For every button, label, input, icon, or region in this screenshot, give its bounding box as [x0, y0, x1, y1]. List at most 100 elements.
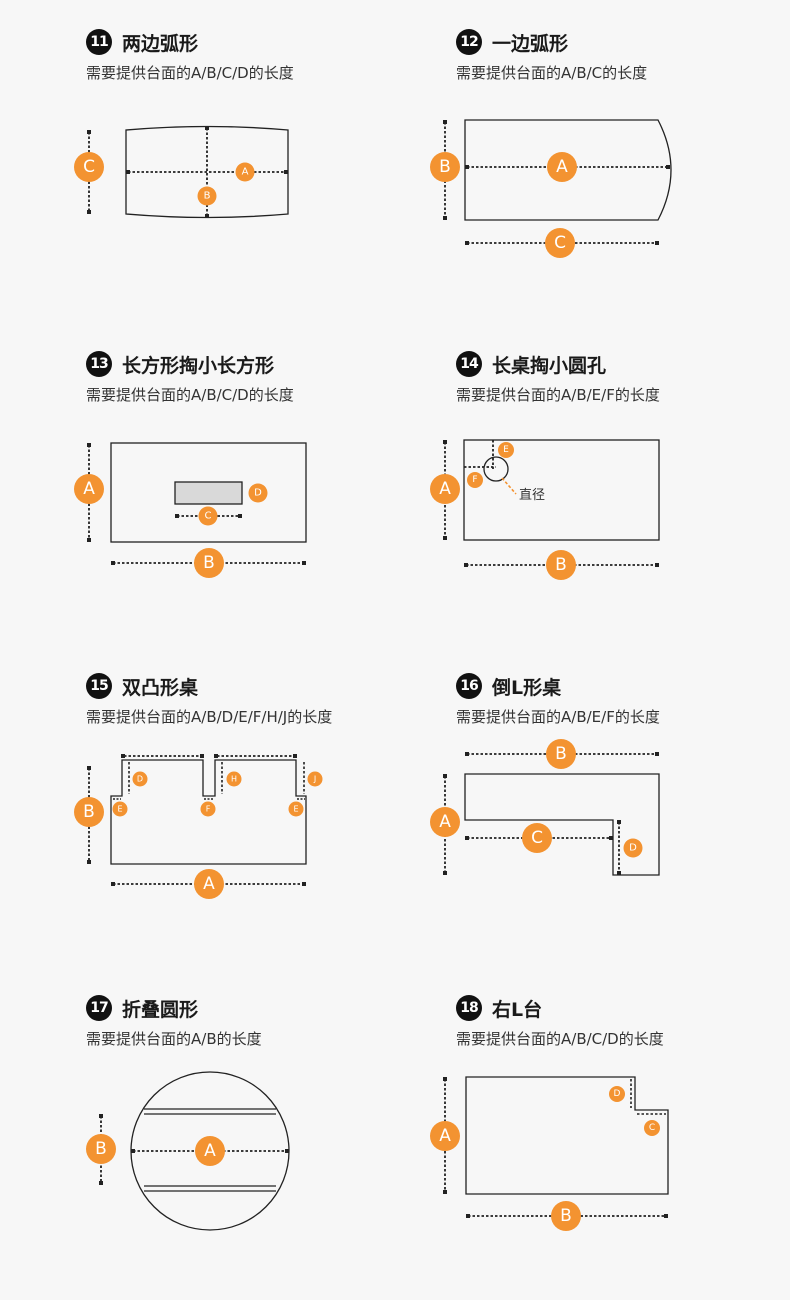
label-d: D — [248, 483, 268, 503]
panel-title: 长桌掏小圆孔 — [492, 354, 607, 377]
round-hole — [483, 456, 509, 482]
panel-title: 折叠圆形 — [122, 998, 199, 1021]
svg-text:B: B — [204, 191, 211, 202]
panel-title: 倒L形桌 — [492, 676, 562, 699]
panel-title-row: 16 倒L形桌 — [456, 672, 561, 700]
svg-text:H: H — [231, 775, 237, 784]
svg-text:E: E — [293, 805, 298, 814]
panel-12: 12 一边弧形 需要提供台面的A/B/C的长度 B A C — [430, 28, 790, 328]
label-c: C — [198, 506, 218, 526]
label-a: A — [430, 474, 460, 504]
panel-16: 16 倒L形桌 需要提供台面的A/B/E/F的长度 B A C D — [430, 672, 790, 972]
svg-text:C: C — [649, 1123, 655, 1133]
label-d: D — [609, 1086, 625, 1102]
panel-title-row: 18 右L台 — [456, 994, 542, 1022]
label-d: D — [623, 838, 643, 858]
svg-text:B: B — [560, 1206, 572, 1226]
panel-13: 13 长方形掏小长方形 需要提供台面的A/B/C/D的长度 A B C D — [74, 350, 466, 650]
panel-18: 18 右L台 需要提供台面的A/B/C/D的长度 A B D C — [430, 994, 790, 1294]
panel-title: 双凸形桌 — [122, 676, 199, 699]
diagram-rect-with-rect-cutout: A B C D — [74, 442, 307, 578]
svg-text:C: C — [531, 828, 543, 848]
table-outline — [464, 773, 660, 876]
label-a: A — [547, 152, 577, 182]
table-outline — [125, 125, 289, 219]
table-outline — [110, 759, 307, 865]
panel-description: 需要提供台面的A/B的长度 — [86, 1030, 262, 1048]
table-outline — [463, 439, 660, 541]
fold-line-top — [144, 1108, 276, 1115]
label-a: A — [194, 869, 224, 899]
label-c: C — [522, 823, 552, 853]
number-badge: 15 — [86, 673, 112, 699]
label-h: H — [226, 771, 242, 787]
label-c: C — [545, 228, 575, 258]
svg-text:A: A — [439, 479, 451, 499]
diagram-two-side-arc: C A B — [74, 125, 289, 219]
svg-text:A: A — [556, 157, 568, 177]
diameter-note: 直径 — [519, 488, 545, 503]
label-b: B — [551, 1201, 581, 1231]
panel-title-row: 14 长桌掏小圆孔 — [456, 350, 606, 378]
label-e-left: E — [112, 801, 128, 817]
label-c: C — [74, 152, 104, 182]
number-badge: 11 — [86, 29, 112, 55]
diagram-folding-round-table: A B — [86, 1071, 290, 1231]
diagram-one-side-arc: B A C — [430, 119, 672, 258]
number-badge: 13 — [86, 351, 112, 377]
number-badge: 17 — [86, 995, 112, 1021]
panel-11: 11 两边弧形 需要提供台面的A/B/C/D的长度 C A B — [74, 28, 466, 328]
label-a: A — [195, 1136, 225, 1166]
label-e-right: E — [288, 801, 304, 817]
svg-text:F: F — [472, 475, 477, 485]
label-b: B — [546, 739, 576, 769]
panel-title-row: 15 双凸形桌 — [86, 672, 198, 700]
number-badge: 18 — [456, 995, 482, 1021]
panel-title-row: 12 一边弧形 — [456, 28, 568, 56]
svg-text:A: A — [439, 1126, 451, 1146]
label-b: B — [430, 152, 460, 182]
number-badge: 14 — [456, 351, 482, 377]
label-j: J — [307, 771, 323, 787]
label-f: F — [467, 472, 483, 488]
panel-title: 一边弧形 — [492, 32, 569, 55]
table-outline — [465, 1076, 669, 1195]
panel-title-row: 11 两边弧形 — [86, 28, 198, 56]
diagram-right-l-table: A B D C — [430, 1076, 669, 1231]
label-b: B — [197, 186, 217, 206]
panel-description: 需要提供台面的A/B/C/D的长度 — [456, 1030, 664, 1048]
panel-title: 两边弧形 — [122, 32, 199, 55]
label-b: B — [86, 1134, 116, 1164]
svg-text:B: B — [555, 744, 567, 764]
fold-line-bottom — [144, 1185, 276, 1192]
svg-text:B: B — [83, 802, 95, 822]
panel-description: 需要提供台面的A/B/D/E/F/H/J的长度 — [86, 708, 333, 726]
svg-text:D: D — [614, 1089, 621, 1099]
svg-text:A: A — [242, 167, 249, 178]
svg-text:B: B — [439, 157, 451, 177]
label-a: A — [430, 807, 460, 837]
panel-title-row: 17 折叠圆形 — [86, 994, 198, 1022]
panel-description: 需要提供台面的A/B/C/D的长度 — [86, 64, 294, 82]
svg-text:A: A — [439, 812, 451, 832]
panel-17: 17 折叠圆形 需要提供台面的A/B的长度 A B — [86, 994, 466, 1294]
svg-text:D: D — [254, 488, 262, 499]
svg-text:B: B — [95, 1139, 107, 1159]
svg-text:J: J — [313, 775, 316, 784]
diagram-inverted-l-table: B A C D — [430, 739, 660, 876]
diameter-leader — [501, 477, 517, 495]
svg-text:C: C — [554, 233, 566, 253]
label-a: A — [430, 1121, 460, 1151]
panel-15: 15 双凸形桌 需要提供台面的A/B/D/E/F/H/J的长度 B A D H … — [74, 672, 466, 972]
svg-text:A: A — [204, 1141, 216, 1161]
panel-description: 需要提供台面的A/B/C/D的长度 — [86, 386, 294, 404]
diagram-rect-with-round-hole: 直径 A B E F — [430, 439, 660, 580]
svg-text:F: F — [206, 805, 211, 814]
svg-text:C: C — [83, 157, 95, 177]
svg-text:B: B — [555, 555, 567, 575]
label-c: C — [644, 1120, 660, 1136]
svg-text:E: E — [117, 805, 122, 814]
cutout-rect — [174, 481, 243, 505]
svg-text:D: D — [137, 775, 143, 784]
svg-text:D: D — [629, 843, 637, 854]
